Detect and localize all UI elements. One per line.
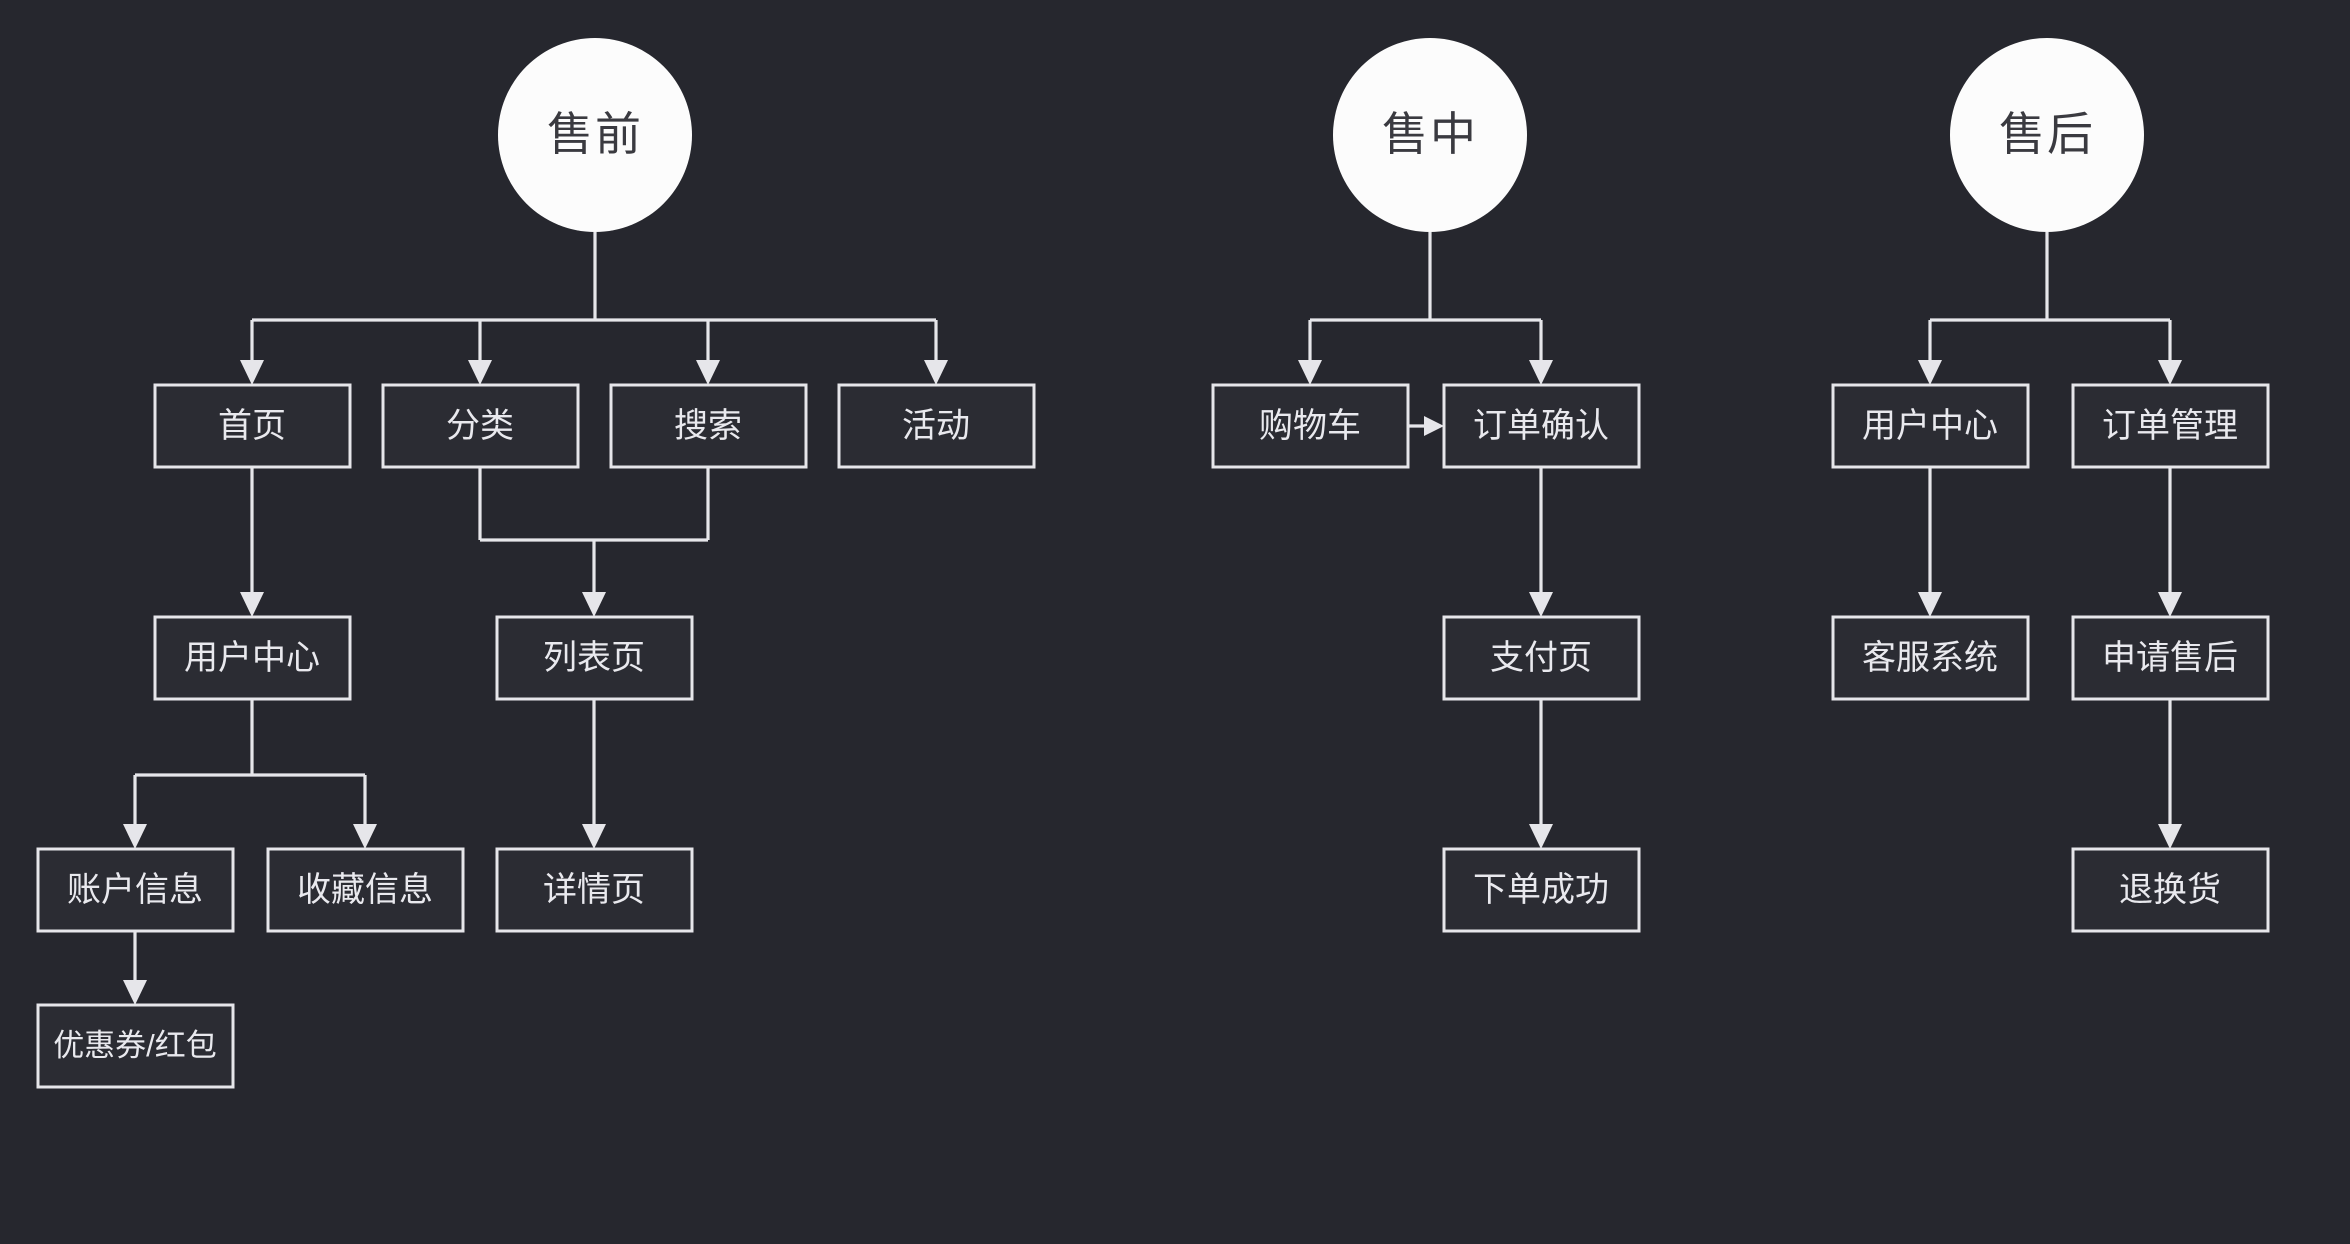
node-order-manage-rect[interactable] bbox=[2071, 383, 2270, 469]
arrowhead-account-info bbox=[123, 824, 147, 849]
node-support-system-rect[interactable] bbox=[1831, 615, 2030, 701]
node-insale-circle[interactable] bbox=[1333, 38, 1527, 232]
node-home[interactable]: 首页 bbox=[153, 383, 352, 469]
node-support-system-label: 客服系统 bbox=[1862, 639, 1998, 677]
node-order-manage-label: 订单管理 bbox=[2102, 407, 2238, 445]
node-aftersale-label: 售后 bbox=[1999, 108, 2095, 160]
node-coupon-rect[interactable] bbox=[36, 1003, 235, 1089]
node-detail-page[interactable]: 详情页 bbox=[495, 847, 694, 933]
node-order-manage[interactable]: 订单管理 bbox=[2071, 383, 2270, 469]
node-account-info-rect[interactable] bbox=[36, 847, 235, 933]
node-order-success[interactable]: 下单成功 bbox=[1442, 847, 1641, 933]
node-apply-aftersale-label: 申请售后 bbox=[2102, 639, 2238, 677]
node-user-center-after-label: 用户中心 bbox=[1862, 407, 1998, 445]
node-favorites-label: 收藏信息 bbox=[297, 871, 433, 909]
arrowhead-user-center-after bbox=[1918, 360, 1942, 385]
node-order-confirm-rect[interactable] bbox=[1442, 383, 1641, 469]
node-payment-label: 支付页 bbox=[1490, 639, 1592, 677]
node-category-rect[interactable] bbox=[381, 383, 580, 469]
node-search-label: 搜索 bbox=[674, 407, 742, 445]
arrowhead-cart bbox=[1298, 360, 1322, 385]
arrowhead-detail-page bbox=[582, 824, 606, 849]
node-detail-page-rect[interactable] bbox=[495, 847, 694, 933]
node-coupon[interactable]: 优惠券/红包 bbox=[36, 1003, 235, 1089]
node-category[interactable]: 分类 bbox=[381, 383, 580, 469]
node-payment-rect[interactable] bbox=[1442, 615, 1641, 701]
arrowhead-order-confirm-horizontal bbox=[1424, 416, 1444, 436]
node-activity-label: 活动 bbox=[902, 407, 970, 445]
node-favorites-rect[interactable] bbox=[266, 847, 465, 933]
node-presale-circle[interactable] bbox=[498, 38, 692, 232]
node-activity[interactable]: 活动 bbox=[837, 383, 1036, 469]
node-insale-label: 售中 bbox=[1382, 108, 1478, 160]
node-support-system[interactable]: 客服系统 bbox=[1831, 615, 2030, 701]
arrowhead-apply-aftersale bbox=[2158, 592, 2182, 617]
node-activity-rect[interactable] bbox=[837, 383, 1036, 469]
node-list-page[interactable]: 列表页 bbox=[495, 615, 694, 701]
node-user-center-after-rect[interactable] bbox=[1831, 383, 2030, 469]
arrowhead-order-confirm bbox=[1529, 360, 1553, 385]
arrowhead-payment bbox=[1529, 592, 1553, 617]
arrowhead-user-center-pre bbox=[240, 592, 264, 617]
node-cart[interactable]: 购物车 bbox=[1211, 383, 1410, 469]
node-account-info-label: 账户信息 bbox=[67, 871, 203, 909]
node-cart-label: 购物车 bbox=[1259, 407, 1361, 445]
node-cart-rect[interactable] bbox=[1211, 383, 1410, 469]
node-aftersale-circle[interactable] bbox=[1950, 38, 2144, 232]
node-insale[interactable]: 售中 bbox=[1333, 38, 1527, 232]
node-order-success-label: 下单成功 bbox=[1473, 871, 1609, 909]
node-payment[interactable]: 支付页 bbox=[1442, 615, 1641, 701]
node-user-center-pre[interactable]: 用户中心 bbox=[153, 615, 352, 701]
arrowhead-search bbox=[696, 360, 720, 385]
branch-aftersale bbox=[1918, 232, 2182, 849]
node-home-rect[interactable] bbox=[153, 383, 352, 469]
node-search-rect[interactable] bbox=[609, 383, 808, 469]
node-user-center-pre-label: 用户中心 bbox=[184, 639, 320, 677]
node-user-center-pre-rect[interactable] bbox=[153, 615, 352, 701]
node-account-info[interactable]: 账户信息 bbox=[36, 847, 235, 933]
arrowhead-return-exchange bbox=[2158, 824, 2182, 849]
arrowhead-favorites bbox=[353, 824, 377, 849]
node-aftersale[interactable]: 售后 bbox=[1950, 38, 2144, 232]
node-apply-aftersale[interactable]: 申请售后 bbox=[2071, 615, 2270, 701]
node-return-exchange[interactable]: 退换货 bbox=[2071, 847, 2270, 933]
arrowhead-home bbox=[240, 360, 264, 385]
arrowhead-coupon bbox=[123, 980, 147, 1005]
node-return-exchange-label: 退换货 bbox=[2119, 871, 2221, 909]
node-list-page-rect[interactable] bbox=[495, 615, 694, 701]
node-home-label: 首页 bbox=[218, 407, 286, 445]
node-list-page-label: 列表页 bbox=[543, 639, 645, 677]
branch-presale bbox=[123, 232, 948, 1005]
node-category-label: 分类 bbox=[446, 407, 514, 445]
branch-insale bbox=[1298, 232, 1553, 849]
node-order-success-rect[interactable] bbox=[1442, 847, 1641, 933]
arrowhead-list-page bbox=[582, 592, 606, 617]
node-order-confirm-label: 订单确认 bbox=[1473, 407, 1609, 445]
node-detail-page-label: 详情页 bbox=[543, 871, 645, 909]
node-user-center-after[interactable]: 用户中心 bbox=[1831, 383, 2030, 469]
node-presale-label: 售前 bbox=[547, 108, 643, 160]
node-presale[interactable]: 售前 bbox=[498, 38, 692, 232]
node-coupon-label: 优惠券/红包 bbox=[53, 1028, 217, 1063]
arrowhead-category bbox=[468, 360, 492, 385]
arrowhead-order-success bbox=[1529, 824, 1553, 849]
node-favorites[interactable]: 收藏信息 bbox=[266, 847, 465, 933]
node-order-confirm[interactable]: 订单确认 bbox=[1442, 383, 1641, 469]
arrowhead-order-manage bbox=[2158, 360, 2182, 385]
node-return-exchange-rect[interactable] bbox=[2071, 847, 2270, 933]
node-search[interactable]: 搜索 bbox=[609, 383, 808, 469]
node-apply-aftersale-rect[interactable] bbox=[2071, 615, 2270, 701]
arrowhead-support-system bbox=[1918, 592, 1942, 617]
arrowhead-activity bbox=[924, 360, 948, 385]
